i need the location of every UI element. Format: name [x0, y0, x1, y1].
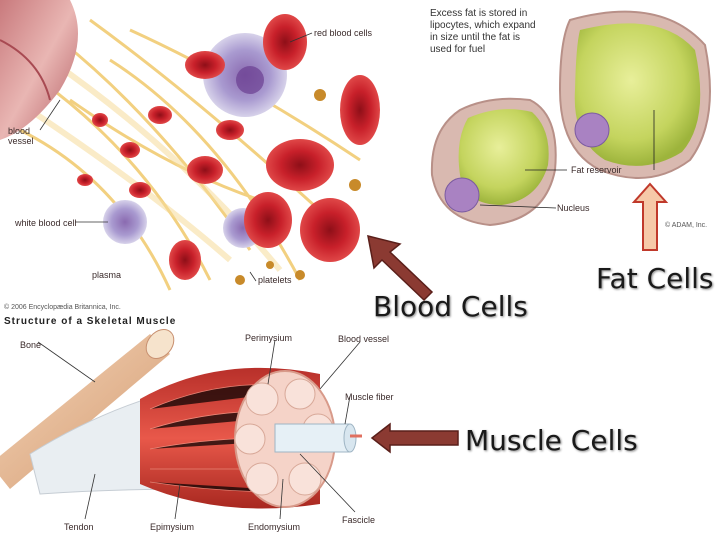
label-bone: Bone: [20, 340, 42, 350]
blood-cells-illustration: red blood cells blood vessel white blood…: [0, 0, 390, 311]
label-nucleus: Nucleus: [557, 203, 590, 213]
label-blood-vessel: blood vessel: [8, 126, 34, 146]
label-white-blood-cell: white blood cell: [15, 218, 77, 228]
label-muscle-fiber: Muscle fiber: [345, 392, 394, 402]
muscle-diagram-title: Structure of a Skeletal Muscle: [4, 316, 177, 327]
label-fat-reservoir: Fat reservoir: [571, 165, 622, 175]
caption-fat-cells: Fat Cells: [596, 262, 714, 295]
label-fascicle: Fascicle: [342, 515, 376, 525]
skeletal-muscle-illustration: Structure of a Skeletal Muscle: [0, 314, 460, 540]
fat-cells-illustration: Excess fat is stored in lipocytes, which…: [420, 0, 720, 240]
label-platelets: platelets: [258, 275, 292, 285]
fat-cells-drawing: [430, 10, 711, 227]
fat-credit: © ADAM, Inc.: [665, 222, 708, 229]
fat-storage-note: Excess fat is stored in lipocytes, which…: [430, 8, 536, 55]
label-epimysium: Epimysium: [150, 522, 195, 532]
label-blood-vessel-muscle: Blood vessel: [338, 334, 390, 344]
caption-blood-cells: Blood Cells: [373, 290, 528, 323]
label-tendon: Tendon: [64, 522, 94, 532]
label-perimysium: Perimysium: [245, 333, 293, 343]
label-endomysium: Endomysium: [248, 522, 301, 532]
blood-credit: © 2006 Encyclopædia Britannica, Inc.: [4, 304, 121, 311]
blood-cells-drawing: [0, 0, 380, 291]
caption-muscle-cells: Muscle Cells: [465, 424, 638, 457]
skeletal-muscle-drawing: [0, 329, 362, 520]
label-red-blood-cells: red blood cells: [314, 28, 373, 38]
label-plasma: plasma: [92, 270, 122, 280]
